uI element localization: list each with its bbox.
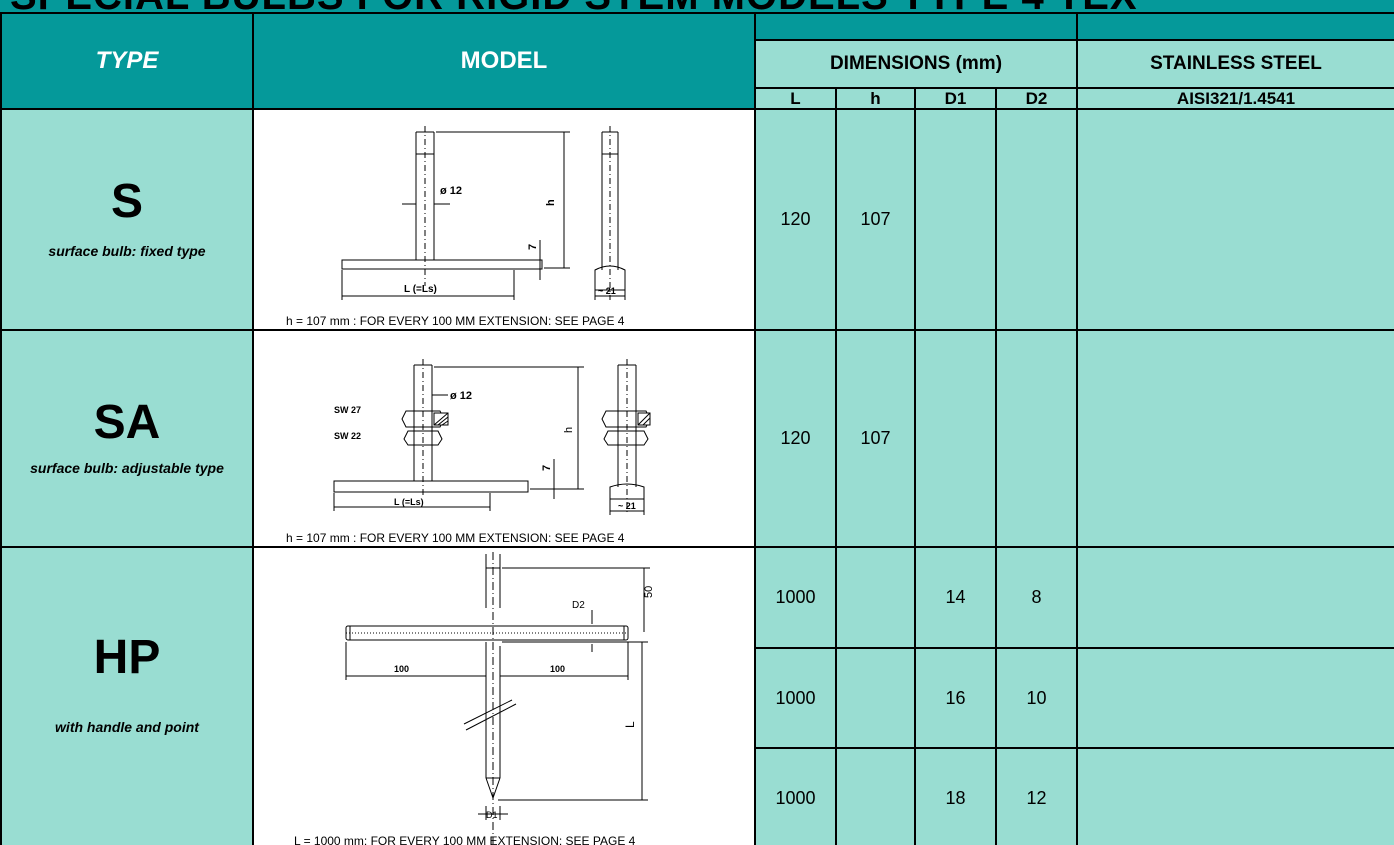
row-sa-L: 120 [754,329,837,548]
row-sa-D2 [995,329,1078,548]
row-s-L: 120 [754,108,837,331]
label-sw27: SW 27 [334,405,361,415]
val-hp3-L: 1000 [775,787,816,808]
type-code-sa: SA [93,396,161,450]
dim-dia-s: ø 12 [440,185,462,197]
col-header-h: h [835,87,916,110]
header-model-label: MODEL [460,47,548,74]
val-hp2-L: 1000 [775,687,816,708]
dim-7-s: 7 [527,244,539,250]
val-sa-h: 107 [860,428,891,448]
row-hp1-L: 1000 [754,546,837,649]
dim-length-sa: L (=Ls) [394,497,424,507]
row-hp3-material [1076,747,1394,845]
row-sa-model: ø 12 SW 27 SW 22 h 7 L (=Ls) ~ 21 h = 10… [252,329,756,548]
model-sa-note: h = 107 mm : FOR EVERY 100 MM EXTENSION:… [286,531,625,545]
row-hp2-L: 1000 [754,647,837,749]
col-L-label: L [790,88,801,108]
row-hp1-D2: 8 [995,546,1078,649]
val-hp3-D1: 18 [945,787,966,808]
val-hp2-D1: 16 [945,687,966,708]
row-hp2-h [835,647,916,749]
row-hp1-h [835,546,916,649]
col-header-D1: D1 [914,87,997,110]
row-hp3-L: 1000 [754,747,837,845]
val-hp1-L: 1000 [775,587,816,607]
row-s-type: S surface bulb: fixed type [0,108,254,331]
header-material: STAINLESS STEEL [1076,39,1394,89]
row-hp1-D1: 14 [914,546,997,649]
dim-dia-sa: ø 12 [450,390,472,402]
type-code-hp: HP [93,631,161,685]
val-s-h: 107 [860,209,891,229]
row-s-D1 [914,108,997,331]
row-hp-model: 50 D2 100 100 L D1 L = 1000 mm: FOR EVER… [252,546,756,845]
header-material-top [1076,12,1394,41]
type-desc-s: surface bulb: fixed type [48,243,206,260]
row-sa-type: SA surface bulb: adjustable type [0,329,254,548]
header-model: MODEL [252,12,756,110]
dim-length-s: L (=Ls) [404,284,437,295]
row-hp1-material [1076,546,1394,649]
dim-100-right-hp: 100 [550,664,565,674]
grade-label: AISI321/1.4541 [1176,88,1296,108]
dim-50-hp: 50 [643,586,655,598]
type-code-s: S [110,175,143,229]
dim-7-sa: 7 [541,465,553,471]
model-sa-drawing: ø 12 SW 27 SW 22 h 7 L (=Ls) ~ 21 [333,359,651,515]
header-dimensions: DIMENSIONS (mm) [754,39,1078,89]
model-s-note: h = 107 mm : FOR EVERY 100 MM EXTENSION:… [286,314,625,328]
val-hp1-D1: 14 [945,587,966,607]
model-hp-note: L = 1000 mm: FOR EVERY 100 MM EXTENSION:… [294,834,636,845]
dim-h-s: h [545,199,557,206]
model-hp-drawing: 50 D2 100 100 L D1 [345,552,655,844]
row-s-h: 107 [835,108,916,331]
model-s-drawing: ø 12 h 7 L (=Ls) ~ 21 [341,126,626,300]
dim-L-hp: L [623,721,637,728]
header-dimensions-label: DIMENSIONS (mm) [829,53,1003,74]
row-s-material [1076,108,1394,331]
header-type-label: TYPE [95,47,159,74]
type-desc-hp: with handle and point [55,719,199,736]
val-s-L: 120 [780,209,811,229]
val-hp2-D2: 10 [1026,687,1047,708]
page-title: SPECIAL BULBS FOR RIGID STEM MODELS TYPE… [10,0,1138,12]
type-desc-sa: surface bulb: adjustable type [30,460,224,477]
label-sw22: SW 22 [334,431,361,441]
col-h-label: h [870,88,881,108]
row-sa-D1 [914,329,997,548]
row-sa-h: 107 [835,329,916,548]
val-sa-L: 120 [780,428,811,448]
col-header-D2: D2 [995,87,1078,110]
col-header-grade: AISI321/1.4541 [1076,87,1394,110]
row-hp2-D2: 10 [995,647,1078,749]
row-s-model: ø 12 h 7 L (=Ls) ~ 21 h = 107 mm : FOR E… [252,108,756,331]
dim-h-sa: h [563,427,575,433]
row-hp-type: HP with handle and point [0,546,254,845]
val-hp3-D2: 12 [1026,787,1047,808]
dim-width-s: ~ 21 [598,286,616,296]
col-D2-label: D2 [1025,88,1048,108]
row-sa-material [1076,329,1394,548]
row-hp3-D2: 12 [995,747,1078,845]
col-header-L: L [754,87,837,110]
dim-width-sa: ~ 21 [618,501,636,511]
val-hp1-D2: 8 [1031,587,1042,607]
row-hp2-D1: 16 [914,647,997,749]
row-hp3-h [835,747,916,845]
col-D1-label: D1 [944,88,967,108]
row-hp2-material [1076,647,1394,749]
dim-d2-hp: D2 [572,600,585,611]
header-material-label: STAINLESS STEEL [1150,53,1322,74]
dim-d1-hp: D1 [486,810,498,820]
header-dim-top [754,12,1078,41]
row-hp3-D1: 18 [914,747,997,845]
header-type: TYPE [0,12,254,110]
row-s-D2 [995,108,1078,331]
dim-100-left-hp: 100 [394,664,409,674]
